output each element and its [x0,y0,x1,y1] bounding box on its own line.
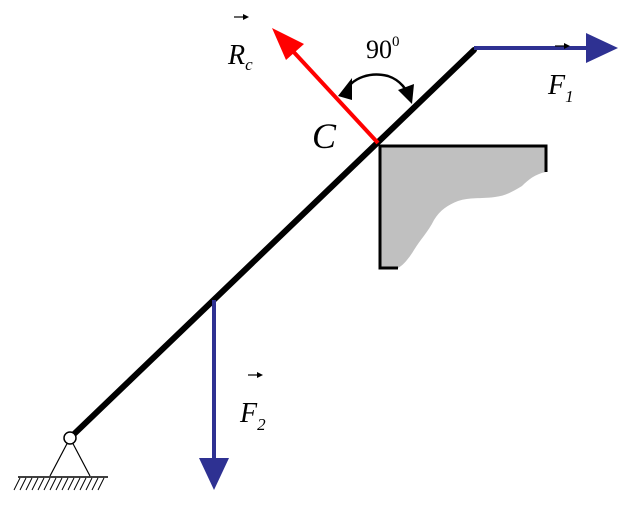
reaction-arrow [272,28,380,145]
force2-arrow [199,300,229,490]
force2-label: F2 [239,398,266,434]
pin-joint [63,431,77,445]
beam [69,47,477,439]
force1-arrow [474,33,618,63]
pin-support [13,431,108,491]
angle-label: 900 [366,34,400,64]
reaction-label: Rc [227,40,253,74]
force1-label: F1 [547,70,574,106]
vector-mark-force1 [555,43,570,49]
right-angle-arc [338,73,414,104]
support-block-outline [378,144,548,270]
vector-mark-force2 [248,372,263,378]
vector-mark-reaction [234,14,249,20]
support-block [380,146,546,268]
point-c-label: C [312,116,337,156]
